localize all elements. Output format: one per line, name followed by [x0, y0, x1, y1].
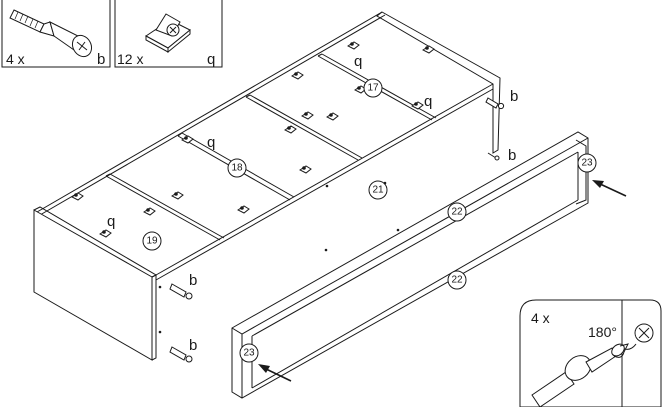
svg-text:19: 19: [146, 236, 158, 247]
detail-count: 4 x: [531, 310, 550, 326]
shelf-clip-11: [171, 191, 184, 200]
part-number-22-bottom: 22: [447, 270, 467, 290]
cam-dowel-left-lower: [169, 346, 193, 363]
cam-dowel-detail-icon: [531, 343, 629, 408]
part-number-17: 17: [363, 78, 383, 98]
shelf-clip-15: [71, 192, 84, 201]
shelf-clip-9: [181, 135, 194, 144]
shelf-support-clip-icon: [145, 13, 191, 54]
svg-text:22: 22: [451, 207, 463, 218]
part-number-19: 19: [142, 231, 162, 251]
shelf-clip-10: [299, 165, 312, 174]
shelf-clip-2: [422, 45, 435, 54]
cam-lock-rotation-icon: [621, 323, 654, 350]
detail-inset: 4 x 180°: [519, 299, 662, 408]
arrow-left-insert: [258, 364, 292, 382]
callout-b-top: b: [510, 88, 518, 105]
svg-text:23: 23: [581, 158, 593, 169]
callout-q-right: q: [424, 93, 432, 110]
callout-b-bottom: b: [189, 337, 197, 354]
callout-b-lower: b: [189, 272, 197, 289]
callout-b-second: b: [508, 147, 516, 164]
legend-box-shelf-support: 12 x q: [114, 0, 223, 68]
legend-letter-b: b: [97, 51, 105, 68]
legend-count-q: 12 x: [117, 51, 143, 67]
legend-letter-q: q: [207, 51, 215, 68]
shelf-clip-3: [291, 71, 304, 80]
shelf-support-clips: [71, 41, 435, 238]
part-number-23-left: 23: [239, 343, 259, 363]
cam-dowels-carcass: [169, 97, 505, 363]
callout-q-middle: q: [207, 134, 215, 151]
shelf-clip-7: [326, 112, 339, 121]
cam-dowel-second-right: [487, 152, 500, 161]
part-number-23-right: 23: [577, 153, 597, 173]
callout-q-top-right: q: [354, 53, 362, 70]
shelf-clip-1: [347, 41, 360, 50]
shelf-clip-5: [411, 101, 424, 110]
part-number-21: 21: [368, 180, 388, 200]
cam-dowel-left-upper: [169, 283, 193, 300]
svg-text:18: 18: [231, 163, 243, 174]
legend-box-cam-dowel: 4 x b: [1, 0, 111, 68]
plinth-frame: [231, 131, 589, 399]
cam-dowel-top-right: [485, 97, 505, 110]
shelf-clip-6: [301, 111, 314, 120]
part-number-22-top: 22: [447, 202, 467, 222]
svg-text:23: 23: [243, 348, 255, 359]
cam-dowel-icon: [9, 9, 93, 58]
shelf-clip-8: [284, 125, 297, 134]
svg-text:21: 21: [372, 185, 384, 196]
callout-q-bottom: q: [107, 213, 115, 230]
part-number-18: 18: [227, 158, 247, 178]
svg-text:17: 17: [367, 83, 379, 94]
detail-angle: 180°: [588, 324, 617, 340]
arrow-right-insert: [592, 180, 627, 197]
legend-count-b: 4 x: [6, 51, 25, 67]
shelf-clip-12: [237, 205, 250, 214]
shelf-clip-14: [99, 229, 112, 238]
shelf-clip-13: [143, 207, 156, 216]
svg-text:22: 22: [451, 275, 463, 286]
